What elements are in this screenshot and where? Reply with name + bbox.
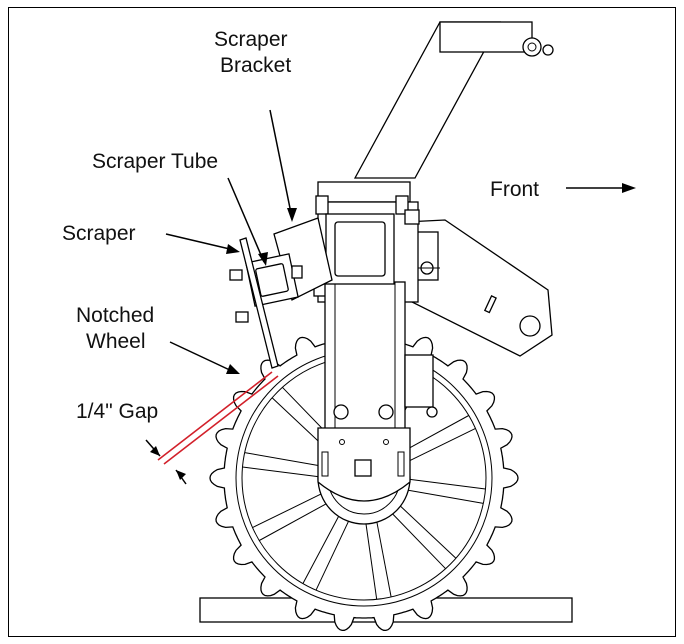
scraper-blade-plate bbox=[239, 237, 279, 369]
arrowhead-notched-wheel bbox=[226, 364, 240, 374]
mount-nut-right bbox=[404, 209, 420, 225]
label-scraper-bracket-line1: Scraper bbox=[214, 28, 288, 51]
arrowhead-scraper-tube bbox=[258, 252, 268, 266]
axle-nut-hex bbox=[354, 459, 372, 477]
gap-line-2 bbox=[163, 375, 279, 465]
arrowhead-scraper-bracket bbox=[287, 208, 297, 222]
label-scraper: Scraper bbox=[62, 222, 136, 245]
wheel-spoke bbox=[244, 452, 320, 467]
main-arm-side-plate bbox=[404, 354, 434, 408]
upper-arm-tip bbox=[439, 21, 533, 53]
label-front: Front bbox=[490, 178, 539, 201]
bracket-hole-2 bbox=[383, 439, 389, 445]
front-arrowhead bbox=[622, 183, 636, 193]
wheel-spoke bbox=[376, 522, 392, 597]
upper-arm bbox=[353, 21, 554, 179]
arm-bolt-right bbox=[378, 404, 394, 420]
label-scraper-tube: Scraper Tube bbox=[92, 150, 218, 173]
square-tube bbox=[325, 213, 395, 285]
upper-arm-pin bbox=[522, 37, 542, 57]
wheel-spoke bbox=[315, 521, 349, 591]
gap-arrowhead-left bbox=[150, 446, 160, 456]
bracket-tab-right bbox=[397, 451, 405, 477]
label-scraper-bracket-line2: Bracket bbox=[220, 54, 291, 77]
main-arm bbox=[317, 281, 438, 502]
gap-line-1 bbox=[157, 371, 273, 461]
wheel-spoke bbox=[400, 505, 457, 559]
lower-arm-hole bbox=[519, 315, 541, 337]
wheel-spoke bbox=[401, 415, 469, 453]
label-notched-wheel-line2: Wheel bbox=[86, 330, 146, 353]
wheel-spoke bbox=[242, 466, 319, 478]
gap-indicator-lines bbox=[157, 371, 279, 465]
scraper-bolt-bottom bbox=[235, 311, 249, 323]
arm-bolt-side bbox=[426, 406, 438, 418]
arrowhead-scraper bbox=[226, 244, 240, 254]
lower-arm bbox=[399, 219, 553, 357]
gap-arrowhead-right bbox=[176, 470, 186, 480]
scraper-tube-inner bbox=[255, 263, 289, 297]
wheel-spoke bbox=[259, 503, 327, 541]
wheel-spoke bbox=[365, 523, 378, 600]
label-notched-wheel-line1: Notched bbox=[76, 304, 154, 327]
leader-notched-wheel bbox=[169, 341, 235, 373]
wheel-spoke bbox=[408, 489, 484, 504]
leader-scraper bbox=[165, 233, 235, 251]
square-tube-inner bbox=[334, 221, 386, 277]
leader-scraper-tube bbox=[227, 177, 265, 263]
wheel-spoke bbox=[392, 513, 446, 570]
upper-arm-pin-ring bbox=[542, 44, 554, 56]
bracket-hole-1 bbox=[339, 439, 345, 445]
wheel-spoke bbox=[252, 493, 322, 529]
upper-arm-pin-hole bbox=[527, 42, 537, 52]
wheel-spoke bbox=[302, 516, 340, 584]
leader-scraper-bracket bbox=[269, 109, 293, 219]
lower-arm-slot bbox=[483, 295, 497, 314]
scraper-nut-right bbox=[291, 265, 303, 279]
arm-bolt-left bbox=[333, 404, 349, 420]
wheel-spoke bbox=[409, 478, 486, 490]
label-gap: 1/4" Gap bbox=[76, 400, 158, 423]
bracket-tab-left bbox=[321, 451, 329, 477]
wheel-spoke bbox=[406, 427, 476, 463]
scraper-bolt-top bbox=[229, 269, 243, 281]
mount-bolt-left bbox=[315, 195, 329, 215]
scraper-tube bbox=[245, 253, 299, 307]
scraper-blade bbox=[229, 237, 303, 369]
